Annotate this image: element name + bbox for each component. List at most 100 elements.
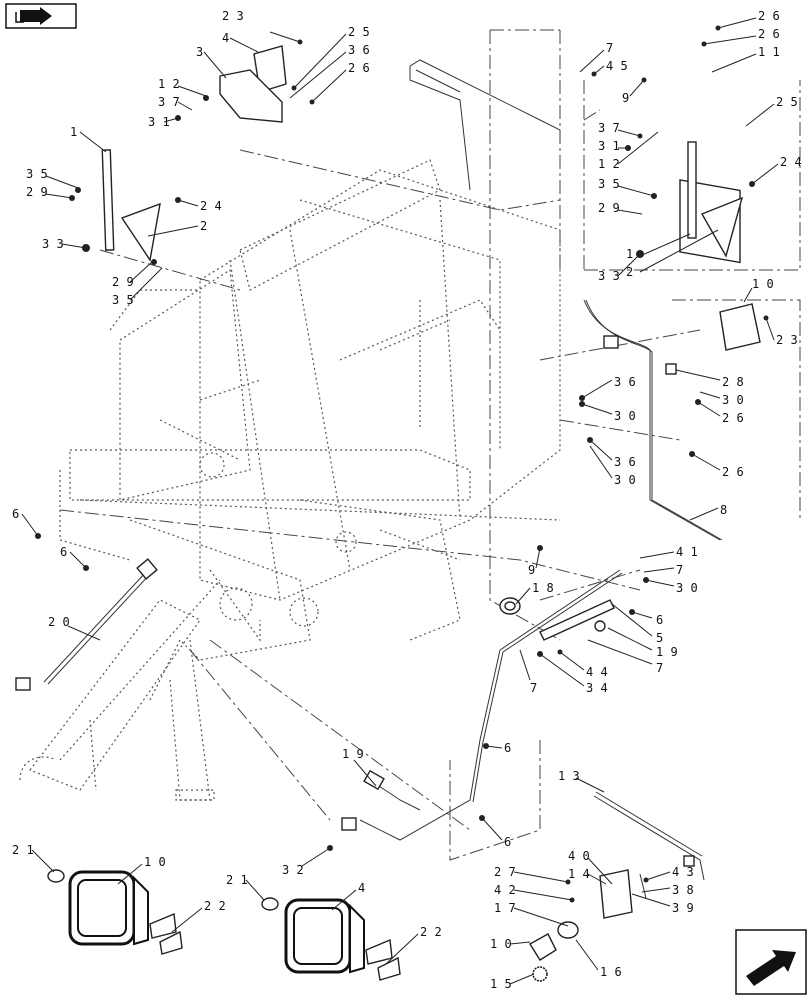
leader-line-c-37a bbox=[177, 101, 193, 111]
next-page-arrow-icon[interactable] bbox=[735, 929, 807, 995]
callout-c-42: 4 2 bbox=[494, 883, 516, 897]
callout-c-44: 4 4 bbox=[586, 665, 608, 679]
callout-c-11: 1 1 bbox=[758, 45, 780, 59]
callout-c-28: 2 8 bbox=[722, 375, 744, 389]
callout-c-31b: 3 1 bbox=[598, 139, 620, 153]
callout-c-35b: 3 5 bbox=[112, 293, 134, 307]
shaft-5 bbox=[539, 599, 615, 641]
callout-c-34: 3 4 bbox=[586, 681, 608, 695]
group-boundaries bbox=[59, 29, 801, 861]
callout-c-40: 4 0 bbox=[568, 849, 590, 863]
leader-line-c-32 bbox=[301, 847, 331, 867]
leader-line-c-36c bbox=[589, 439, 613, 461]
baler-frame bbox=[59, 159, 561, 661]
leader-line-c-16 bbox=[575, 939, 599, 971]
leader-line-c-6a bbox=[21, 513, 39, 537]
leader-line-c-9b bbox=[535, 547, 541, 569]
callout-c-25b: 2 5 bbox=[776, 95, 798, 109]
leader-line-c-4a bbox=[229, 37, 259, 53]
callout-c-33a: 3 3 bbox=[42, 237, 64, 251]
leader-line-c-15 bbox=[509, 973, 535, 985]
callout-c-32: 3 2 bbox=[282, 863, 304, 877]
leader-line-c-30a bbox=[699, 391, 721, 399]
callout-c-3: 3 bbox=[196, 45, 203, 59]
leader-line-c-3 bbox=[203, 51, 227, 79]
harness-20 bbox=[15, 558, 158, 691]
callout-c-8: 8 bbox=[720, 503, 727, 517]
leader-line-c-7b bbox=[643, 567, 675, 573]
callout-c-43: 4 3 bbox=[672, 865, 694, 879]
leader-lines bbox=[21, 17, 779, 985]
leader-line-c-25b bbox=[745, 103, 775, 127]
leader-line-c-26b bbox=[717, 17, 757, 29]
bracket-14 bbox=[599, 869, 647, 919]
work-lamp-4 bbox=[261, 897, 401, 981]
callout-c-25a: 2 5 bbox=[348, 25, 370, 39]
callout-c-22b: 2 2 bbox=[420, 925, 442, 939]
leader-line-c-8 bbox=[689, 507, 719, 521]
leader-line-c-26a bbox=[311, 69, 347, 103]
callout-c-29a: 2 9 bbox=[26, 185, 48, 199]
marker-lamp-10 bbox=[529, 921, 579, 982]
callout-c-29b: 2 9 bbox=[112, 275, 134, 289]
callout-c-33b: 3 3 bbox=[598, 269, 620, 283]
callout-c-2b: 2 bbox=[626, 265, 633, 279]
book-arrow-icon[interactable] bbox=[5, 3, 77, 29]
leader-line-c-35c bbox=[617, 185, 655, 197]
callout-c-30c: 3 0 bbox=[614, 473, 636, 487]
harness-8 bbox=[583, 299, 723, 541]
callout-c-4a: 4 bbox=[222, 31, 229, 45]
callout-c-16: 1 6 bbox=[600, 965, 622, 979]
callout-c-12b: 1 2 bbox=[598, 157, 620, 171]
leader-line-c-18 bbox=[515, 587, 531, 605]
harness-13 bbox=[593, 791, 705, 881]
leader-line-c-27 bbox=[513, 871, 569, 883]
callout-c-26d: 2 6 bbox=[722, 411, 744, 425]
bracket-3 bbox=[219, 69, 283, 123]
leader-line-c-4b bbox=[331, 889, 357, 911]
reflectors bbox=[101, 141, 744, 262]
leader-line-c-20 bbox=[67, 625, 101, 641]
leader-line-c-11 bbox=[711, 53, 757, 73]
leader-line-c-36b bbox=[581, 379, 613, 399]
leader-line-c-9a bbox=[629, 79, 645, 97]
leader-line-c-29c bbox=[617, 209, 643, 215]
leader-line-c-29a bbox=[45, 193, 73, 199]
leader-line-c-5 bbox=[611, 603, 653, 637]
callout-c-5: 5 bbox=[656, 631, 663, 645]
leader-line-c-6b bbox=[69, 551, 87, 569]
callout-c-27: 2 7 bbox=[494, 865, 516, 879]
callout-c-24b: 2 4 bbox=[780, 155, 802, 169]
leader-line-c-26e bbox=[691, 453, 721, 471]
callout-c-26c: 2 6 bbox=[758, 27, 780, 41]
leader-line-c-24b bbox=[751, 163, 779, 185]
callout-c-35c: 3 5 bbox=[598, 177, 620, 191]
callout-c-2a: 2 bbox=[200, 219, 207, 233]
leader-line-c-38 bbox=[641, 887, 671, 893]
leader-line-c-6d bbox=[485, 745, 503, 749]
leader-line-c-23b bbox=[765, 317, 775, 341]
leader-line-c-13 bbox=[575, 777, 605, 793]
leader-line-c-7d bbox=[519, 649, 531, 681]
callout-c-10a: 1 0 bbox=[752, 277, 774, 291]
leader-line-c-19b bbox=[353, 759, 377, 787]
callout-c-7b: 7 bbox=[676, 563, 683, 577]
leader-line-c-33a bbox=[61, 243, 87, 249]
callout-c-21b: 2 1 bbox=[226, 873, 248, 887]
callout-c-36c: 3 6 bbox=[614, 455, 636, 469]
leader-line-c-26d bbox=[697, 401, 721, 417]
callout-c-4b: 4 bbox=[358, 881, 365, 895]
callout-c-6a: 6 bbox=[12, 507, 19, 521]
callout-c-9a: 9 bbox=[622, 91, 629, 105]
leader-line-c-26c bbox=[703, 35, 757, 45]
leader-line-c-1b bbox=[639, 233, 691, 257]
leader-line-c-36a bbox=[289, 51, 347, 99]
leader-line-c-28 bbox=[675, 369, 721, 381]
callout-c-9b: 9 bbox=[528, 563, 535, 577]
callout-c-7a: 7 bbox=[606, 41, 613, 55]
callout-c-15: 1 5 bbox=[490, 977, 512, 991]
callout-c-38: 3 8 bbox=[672, 883, 694, 897]
leader-line-c-21b bbox=[245, 879, 265, 901]
callout-c-1b: 1 bbox=[626, 247, 633, 261]
